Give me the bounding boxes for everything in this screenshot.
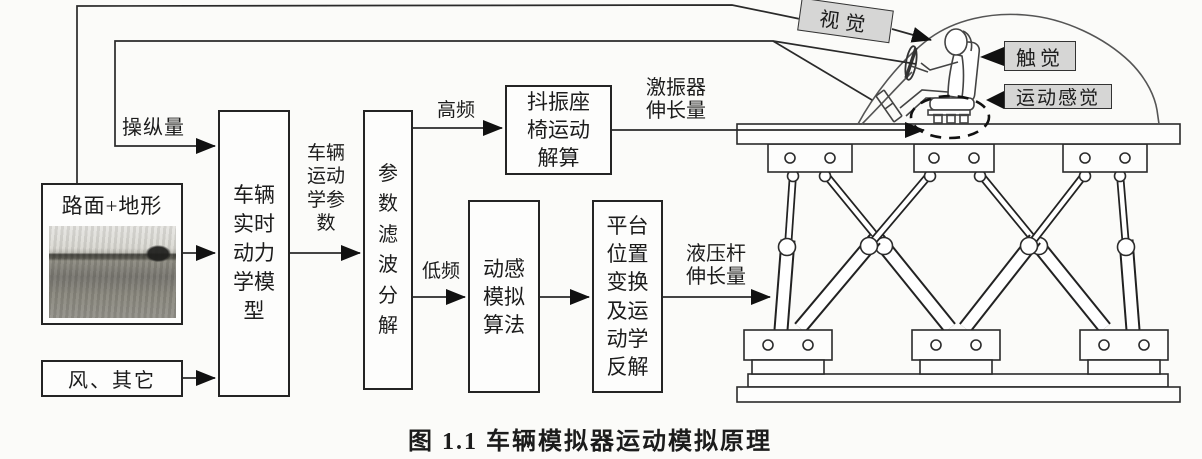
top-joint-brackets — [767, 143, 1148, 173]
vehicle-kinematics-params-label: 车辆运动学参数 — [306, 143, 345, 234]
control-input-label: 操纵量 — [122, 117, 185, 139]
seat-pan — [929, 97, 975, 111]
arrow-motion-sense — [986, 91, 1004, 109]
seat-exciter-feet — [933, 113, 969, 124]
vehicle-dynamics-model-label: 车辆实时动力学模型 — [233, 183, 275, 323]
road-terrain-box: 路面+地形 — [41, 183, 183, 325]
high-frequency-label: 高频 — [437, 100, 476, 121]
wind-other-label: 风、其它 — [68, 370, 156, 392]
parameter-filter-box: 参数滤波分解 — [363, 110, 413, 390]
terrain-photo — [49, 226, 176, 318]
pedal-assembly — [875, 89, 903, 123]
stewart-platform-illustration — [736, 123, 1181, 403]
hydraulic-rod-elongation-label: 液压杆伸长量 — [686, 243, 746, 288]
wind-other-box: 风、其它 — [41, 360, 183, 397]
platform-top-plate — [736, 123, 1181, 145]
seat-vibration-solver-box: 抖振座椅运动解算 — [505, 85, 612, 175]
motion-cueing-label: 动感模拟算法 — [483, 256, 525, 337]
platform-inverse-kinematics-box: 平台位置变换及运动学反解 — [592, 200, 663, 393]
touch-label: 触觉 — [1016, 47, 1064, 70]
flow-lines — [76, 4, 932, 386]
driver-arm — [920, 61, 959, 71]
arrow-vision-to-head — [891, 27, 932, 43]
seat-vibration-solver-label: 抖振座椅运动解算 — [527, 90, 590, 170]
low-frequency-label: 低频 — [422, 261, 461, 282]
platform-base — [736, 373, 1181, 403]
vehicle-dynamics-model-box: 车辆实时动力学模型 — [218, 110, 290, 397]
driver-figure — [875, 28, 981, 124]
motion-cueing-box: 动感模拟算法 — [468, 200, 540, 393]
platform-inverse-kinematics-label: 平台位置变换及运动学反解 — [606, 213, 649, 379]
bottom-joint-brackets — [743, 329, 1169, 375]
driver-torso — [947, 53, 965, 99]
seat-dashed-ellipse — [909, 94, 991, 140]
touch-box: 触觉 — [1004, 41, 1076, 71]
arrow-touch — [980, 47, 1004, 66]
motion-sense-label: 运动感觉 — [1015, 88, 1100, 109]
driver-head — [944, 28, 968, 56]
hydraulic-legs — [773, 169, 1141, 333]
line-visual-feedback — [76, 4, 801, 183]
motion-sense-box: 运动感觉 — [1004, 84, 1112, 109]
parameter-filter-label: 参数滤波分解 — [378, 162, 398, 338]
line-control-fan — [772, 40, 873, 101]
figure-caption: 图 1.1 车辆模拟器运动模拟原理 — [408, 429, 772, 455]
road-terrain-label: 路面+地形 — [61, 194, 163, 218]
exciter-elongation-label: 激振器伸长量 — [646, 77, 706, 122]
vision-label: 视觉 — [817, 8, 873, 38]
arrow-control-input — [114, 40, 917, 154]
